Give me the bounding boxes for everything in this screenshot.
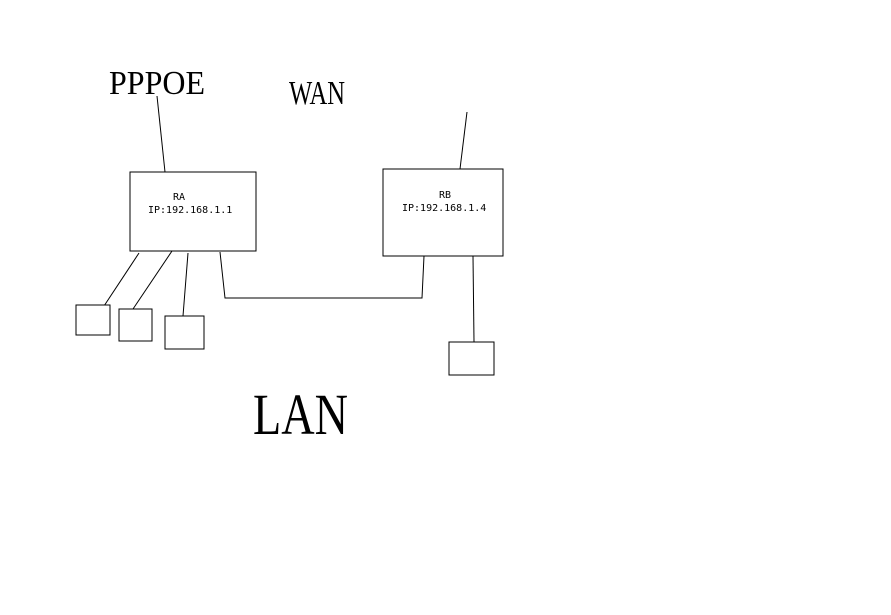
ra-client-3-box <box>164 315 205 350</box>
router-rb-name: RB <box>439 190 451 201</box>
router-rb-ip: IP:192.168.1.4 <box>402 203 486 214</box>
ra-client-1-wire <box>103 252 140 307</box>
router-ra-box <box>129 171 257 252</box>
router-ra-name: RA <box>173 192 185 203</box>
router-ra: RA IP:192.168.1.1 <box>129 171 257 252</box>
router-rb-box <box>382 168 504 257</box>
ra-client-1-box <box>75 304 111 336</box>
rb-uplink-line <box>459 111 468 170</box>
wan-label: WAN <box>289 75 345 112</box>
ra-client-2-wire <box>132 250 173 310</box>
ra-pppoe-uplink-line <box>156 95 166 173</box>
lan-label: LAN <box>253 382 348 447</box>
ra-rb-lan-link <box>219 251 425 299</box>
pppoe-label: PPPOE <box>109 65 205 102</box>
rb-client-box <box>448 341 495 376</box>
router-ra-ip: IP:192.168.1.1 <box>148 205 232 216</box>
ra-client-3-wire <box>182 252 189 317</box>
rb-client-wire <box>472 255 475 343</box>
ra-client-2-box <box>118 308 153 342</box>
router-rb: RB IP:192.168.1.4 <box>382 168 504 257</box>
